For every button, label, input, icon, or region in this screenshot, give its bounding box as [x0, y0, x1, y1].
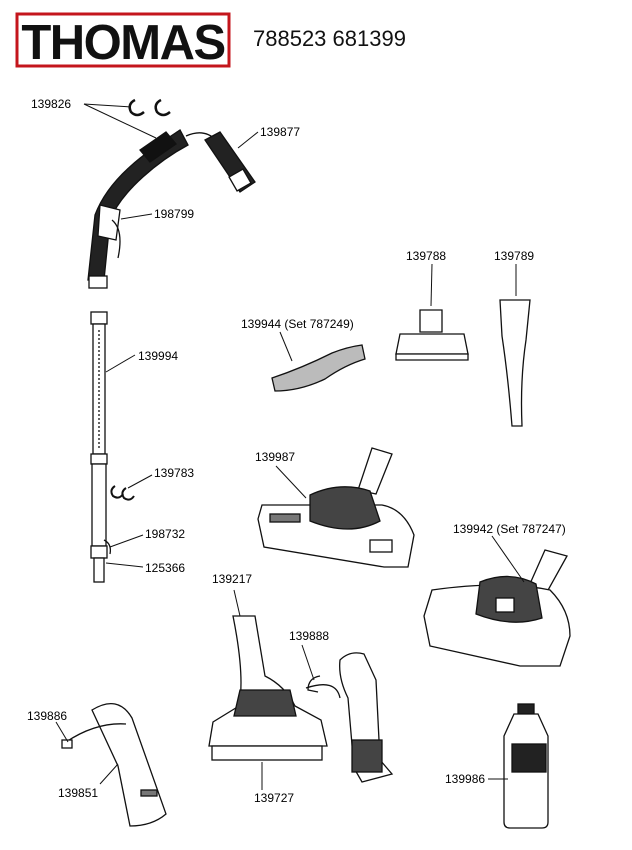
label-139994: 139994 — [138, 349, 178, 363]
leader-139886 — [55, 721, 69, 743]
label-198732: 198732 — [145, 527, 185, 541]
brand-logo: THOMAS — [15, 12, 231, 70]
hand-nozzle-drawing — [61, 702, 167, 827]
label-139783: 139783 — [154, 466, 194, 480]
label-139727: 139727 — [254, 791, 294, 805]
leader-lines-tube — [105, 354, 153, 568]
leader-139788 — [430, 263, 433, 307]
label-139944: 139944 (Set 787249) — [241, 317, 354, 331]
leader-lines-top — [83, 103, 259, 220]
leader-139987 — [275, 465, 307, 499]
hose-handle-drawing — [87, 98, 256, 289]
spray-extraction-nozzle-drawing — [208, 615, 328, 761]
label-139789: 139789 — [494, 249, 534, 263]
label-198799: 198799 — [154, 207, 194, 221]
leader-139944 — [279, 331, 293, 362]
label-139217: 139217 — [212, 572, 252, 586]
label-139942: 139942 (Set 787247) — [453, 522, 566, 536]
label-139788: 139788 — [406, 249, 446, 263]
label-139877: 139877 — [260, 125, 300, 139]
label-139987: 139987 — [255, 450, 295, 464]
filter-pad-drawing — [271, 344, 366, 392]
label-139888: 139888 — [289, 629, 329, 643]
label-139851: 139851 — [58, 786, 98, 800]
leader-139217 — [233, 589, 241, 617]
crevice-tool-drawing — [499, 299, 531, 427]
leader-139851 — [99, 763, 119, 785]
upholstery-wash-tool-drawing — [305, 652, 394, 783]
floor-nozzle-1-drawing — [257, 447, 415, 568]
detergent-bottle-drawing — [503, 703, 549, 829]
upholstery-nozzle-drawing — [395, 309, 469, 361]
floor-nozzle-2-drawing — [423, 549, 571, 667]
label-139826: 139826 — [31, 97, 71, 111]
brand-name: THOMAS — [21, 16, 224, 70]
label-139986: 139986 — [445, 772, 485, 786]
leader-139888 — [301, 644, 315, 681]
model-numbers: 788523 681399 — [253, 26, 406, 51]
leader-139942 — [491, 535, 525, 583]
label-125366: 125366 — [145, 561, 185, 575]
label-139886: 139886 — [27, 709, 67, 723]
telescopic-tube-drawing — [90, 311, 135, 583]
